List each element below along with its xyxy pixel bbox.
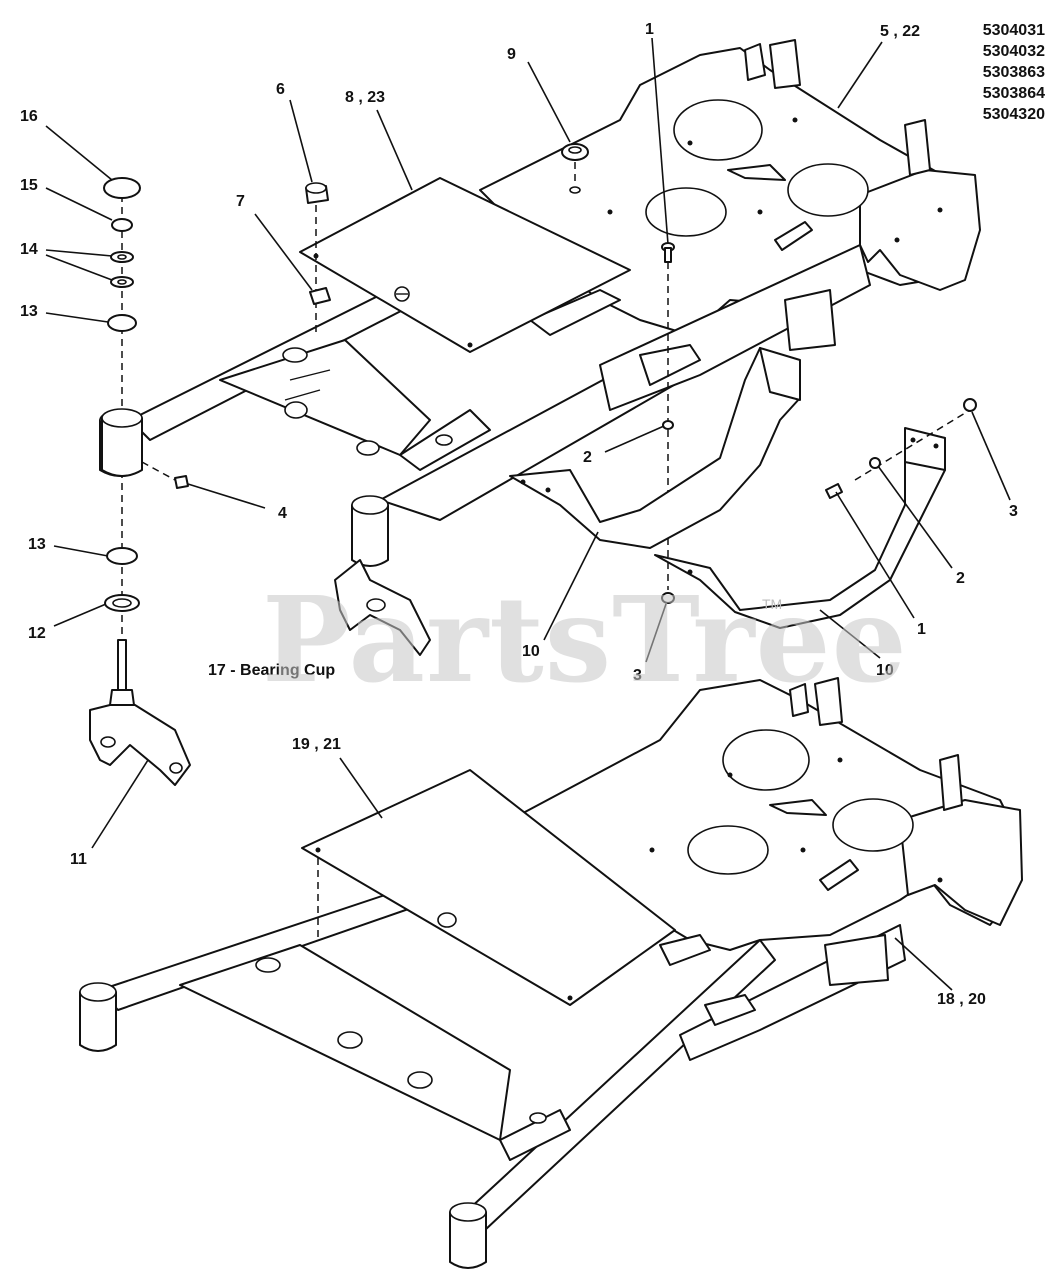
callout-5-22: 5 , 22 [880,23,920,40]
right-hardware [661,398,977,604]
model-number: 5304031 [982,22,1045,39]
caster-bracket-left [509,347,801,549]
callout-12: 12 [28,625,46,642]
caster-exploded-stack [89,177,191,786]
callout-14: 14 [20,241,38,258]
callout-15: 15 [20,177,38,194]
model-number: 5303864 [982,85,1045,102]
callout-18-20: 18 , 20 [937,991,986,1008]
watermark-trademark: TM [762,596,783,612]
callout-17-bearing-cup: 17 - Bearing Cup [208,662,335,679]
model-number: 5304032 [982,43,1045,60]
callout-13-top: 13 [20,303,38,320]
callout-1-top: 1 [645,21,654,38]
callout-2-mid: 2 [583,449,592,466]
callout-19-21: 19 , 21 [292,736,341,753]
callout-10-right: 10 [876,662,894,679]
lower-frame-assembly [79,677,1023,1269]
top-cover-plate [299,177,631,353]
model-number: 5304320 [982,106,1045,123]
callout-6: 6 [276,81,285,98]
callout-3-right: 3 [1009,503,1018,520]
callout-7: 7 [236,193,245,210]
callout-4: 4 [278,505,287,522]
model-number: 5303863 [982,64,1045,81]
leader-lines [45,37,1011,991]
knob-part-6 [305,182,329,335]
callout-2-right: 2 [956,570,965,587]
bottom-cover-plate [301,769,676,1006]
callout-labels: 1 5 , 22 9 6 8 , 23 16 15 14 13 7 4 2 3 … [20,21,1018,1008]
callout-9: 9 [507,46,516,63]
bushing-part-9 [561,143,589,194]
upper-frame-assembly [99,39,981,656]
callout-16: 16 [20,108,38,125]
model-number-list: 5304031 5304032 5303863 5303864 5304320 [983,20,1045,125]
caster-bracket-right [654,427,946,629]
callout-1-right: 1 [917,621,926,638]
callout-11: 11 [70,851,87,868]
callout-13-bottom: 13 [28,536,46,553]
bolt-part-7 [309,287,331,305]
callout-3-bottom: 3 [633,667,642,684]
callout-8-23: 8 , 23 [345,89,385,106]
callout-10-left: 10 [522,643,540,660]
